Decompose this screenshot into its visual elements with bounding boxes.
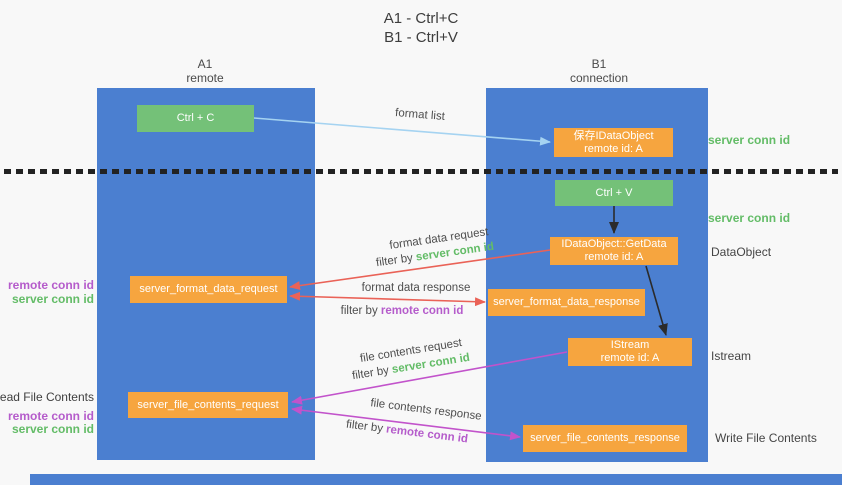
lane-header-b1: B1 connection (529, 57, 669, 85)
timeline-divider (4, 169, 838, 174)
node-server-file-contents-response: server_file_contents_response (523, 425, 687, 452)
right-label-write-file-contents: Write File Contents (715, 431, 817, 445)
node-server-file-contents-request: server_file_contents_request (128, 392, 288, 418)
left-server-conn-id-2: server conn id (11, 422, 94, 436)
right-label-server-conn-id-1: server conn id (708, 133, 791, 147)
arrow-format-data-response (289, 291, 486, 307)
filter-by-text: filter by (351, 364, 390, 383)
remote-conn-id-text: remote conn id (385, 423, 469, 446)
node-getdata-line1: IDataObject::GetData (561, 238, 667, 250)
left-server-conn-id-1: server conn id (11, 292, 94, 306)
bottom-strip (30, 474, 842, 485)
title-line-b1: B1 - Ctrl+V (384, 29, 458, 46)
lane-a1-subtitle: remote (186, 71, 224, 85)
node-server-format-data-response: server_format_data_response (488, 289, 645, 316)
node-idataobject-getdata: IDataObject::GetData remote id: A (550, 237, 678, 265)
filter-by-text: filter by (375, 252, 414, 270)
node-istream-line2: remote id: A (600, 352, 660, 364)
node-getdata-line2: remote id: A (584, 251, 644, 263)
right-label-dataobject: DataObject (711, 245, 772, 259)
label-filter-remote-conn-1: filter by remote conn id (341, 305, 464, 317)
left-labels-format: remote conn id server conn id (8, 278, 94, 306)
lane-a1-name: A1 (197, 57, 213, 71)
label-format-list: format list (394, 107, 446, 123)
lane-b1-subtitle: connection (569, 71, 629, 85)
label-filter-remote-conn-2: filter by remote conn id (345, 419, 468, 446)
remote-conn-id-text: remote conn id (380, 305, 464, 317)
node-server-format-data-request: server_format_data_request (130, 276, 287, 303)
left-label-read-file-contents: Read File Contents (0, 390, 94, 404)
left-labels-file: remote conn id server conn id (8, 410, 94, 436)
title-line-a1: A1 - Ctrl+C (383, 10, 459, 27)
filter-by-text: filter by (340, 305, 378, 317)
diagram-title: A1 - Ctrl+C B1 - Ctrl+V (0, 9, 842, 47)
node-istream: IStream remote id: A (568, 338, 692, 366)
label-file-contents-response: file contents response (369, 397, 483, 423)
node-save-idataobject: 保存IDataObject remote id: A (554, 128, 673, 157)
left-remote-conn-id-2: remote conn id (7, 409, 94, 423)
label-format-data-response: format data response (361, 282, 471, 294)
node-istream-line1: IStream (610, 339, 650, 351)
right-label-server-conn-id-2: server conn id (708, 211, 791, 225)
filter-by-text: filter by (345, 418, 384, 435)
node-ctrl-c: Ctrl + C (137, 105, 254, 132)
lane-header-a1: A1 remote (135, 57, 275, 85)
node-save-idataobject-line2: remote id: A (584, 142, 643, 155)
node-save-idataobject-line1: 保存IDataObject (573, 129, 654, 142)
lane-b1-name: B1 (591, 57, 607, 71)
node-ctrl-v: Ctrl + V (555, 180, 673, 206)
left-remote-conn-id-1: remote conn id (7, 278, 94, 292)
right-label-istream: Istream (711, 349, 752, 363)
